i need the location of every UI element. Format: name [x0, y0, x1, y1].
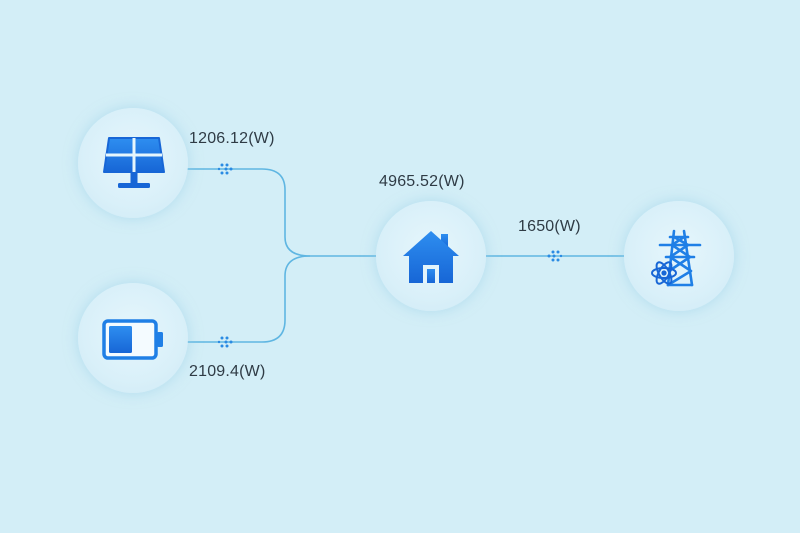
solar-node[interactable]: [78, 108, 188, 218]
battery-icon: [102, 319, 163, 360]
grid-flow-arrow: [547, 250, 563, 262]
battery-node[interactable]: [78, 283, 188, 393]
house-icon: [403, 231, 459, 283]
home-power-value: 4965.52(W): [379, 173, 465, 190]
solar-power-value: 1206.12(W): [189, 130, 275, 147]
grid-node[interactable]: [624, 201, 734, 311]
power-tower-icon: [651, 229, 702, 287]
battery-to-home-line: [161, 255, 311, 343]
battery-power-value: 2109.4(W): [189, 363, 266, 380]
home-node[interactable]: [376, 201, 486, 311]
grid-power-value: 1650(W): [518, 218, 581, 235]
battery-flow-arrow: [217, 336, 233, 348]
solar-flow-arrow: [217, 163, 233, 175]
solar-panel-icon: [103, 137, 165, 188]
solar-to-home-line: [186, 168, 376, 257]
